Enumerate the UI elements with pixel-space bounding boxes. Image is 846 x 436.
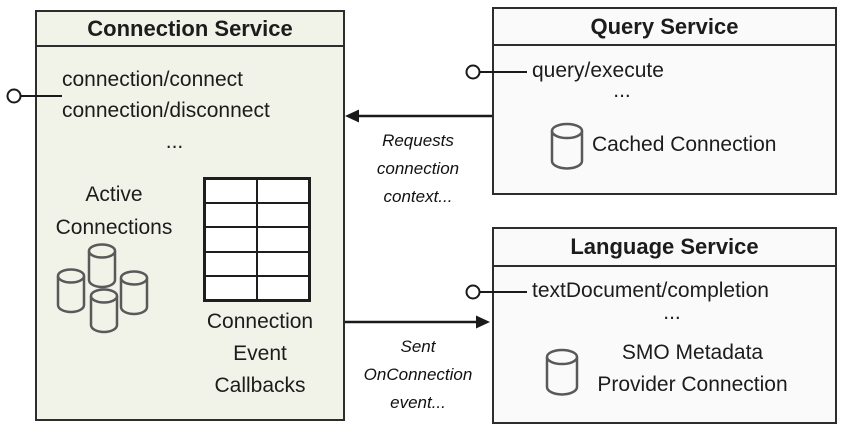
connection-service-title: Connection Service [37, 12, 343, 47]
cached-connection-label: Cached Connection [592, 133, 777, 156]
table-grid-cell [205, 275, 257, 300]
language-service-box: Language Service textDocument/completion… [492, 227, 837, 424]
database-icon [550, 122, 584, 170]
table-grid-cell [257, 203, 309, 228]
language-methods-ellipsis: ... [663, 301, 681, 324]
table-grid-cell [257, 227, 309, 252]
table-grid-cell [257, 179, 309, 204]
query-methods-ellipsis: ... [613, 79, 631, 102]
method-textdocument-completion: textDocument/completion [532, 279, 769, 302]
table-grid-cell [257, 251, 309, 276]
query-service-title: Query Service [494, 9, 835, 46]
smo-metadata-provider-connection-label: SMO Metadata Provider Connection [597, 341, 788, 396]
table-grid-cell [205, 251, 257, 276]
method-connection-disconnect: connection/disconnect [62, 99, 270, 122]
requests-connection-context-label: Requests connection context... [376, 131, 460, 206]
connection-service-box: Connection Service connection/connect co… [35, 10, 345, 421]
active-connections-cylinders-icon [56, 243, 149, 334]
table-grid-cell [257, 275, 309, 300]
sent-onconnection-event-label: Sent OnConnection event... [363, 337, 473, 412]
table-grid-cell [205, 203, 257, 228]
arrow-connection-to-language-icon [345, 315, 490, 329]
connection-service-methods: connection/connect connection/disconnect… [62, 64, 287, 157]
connection-event-callbacks-label: Connection Event Callbacks [206, 310, 314, 397]
database-icon [545, 348, 579, 396]
table-grid-cell [205, 227, 257, 252]
language-service-title: Language Service [494, 229, 835, 267]
method-connection-connect: connection/connect [62, 68, 243, 91]
query-service-box: Query Service query/execute ... Cached C… [492, 7, 837, 195]
method-query-execute: query/execute [532, 59, 664, 82]
callback-table-icon [203, 177, 311, 302]
methods-ellipsis: ... [165, 130, 184, 153]
table-grid-cell [205, 179, 257, 204]
arrow-query-to-connection-icon [345, 109, 492, 123]
active-connections-label: Active Connections [55, 183, 173, 239]
